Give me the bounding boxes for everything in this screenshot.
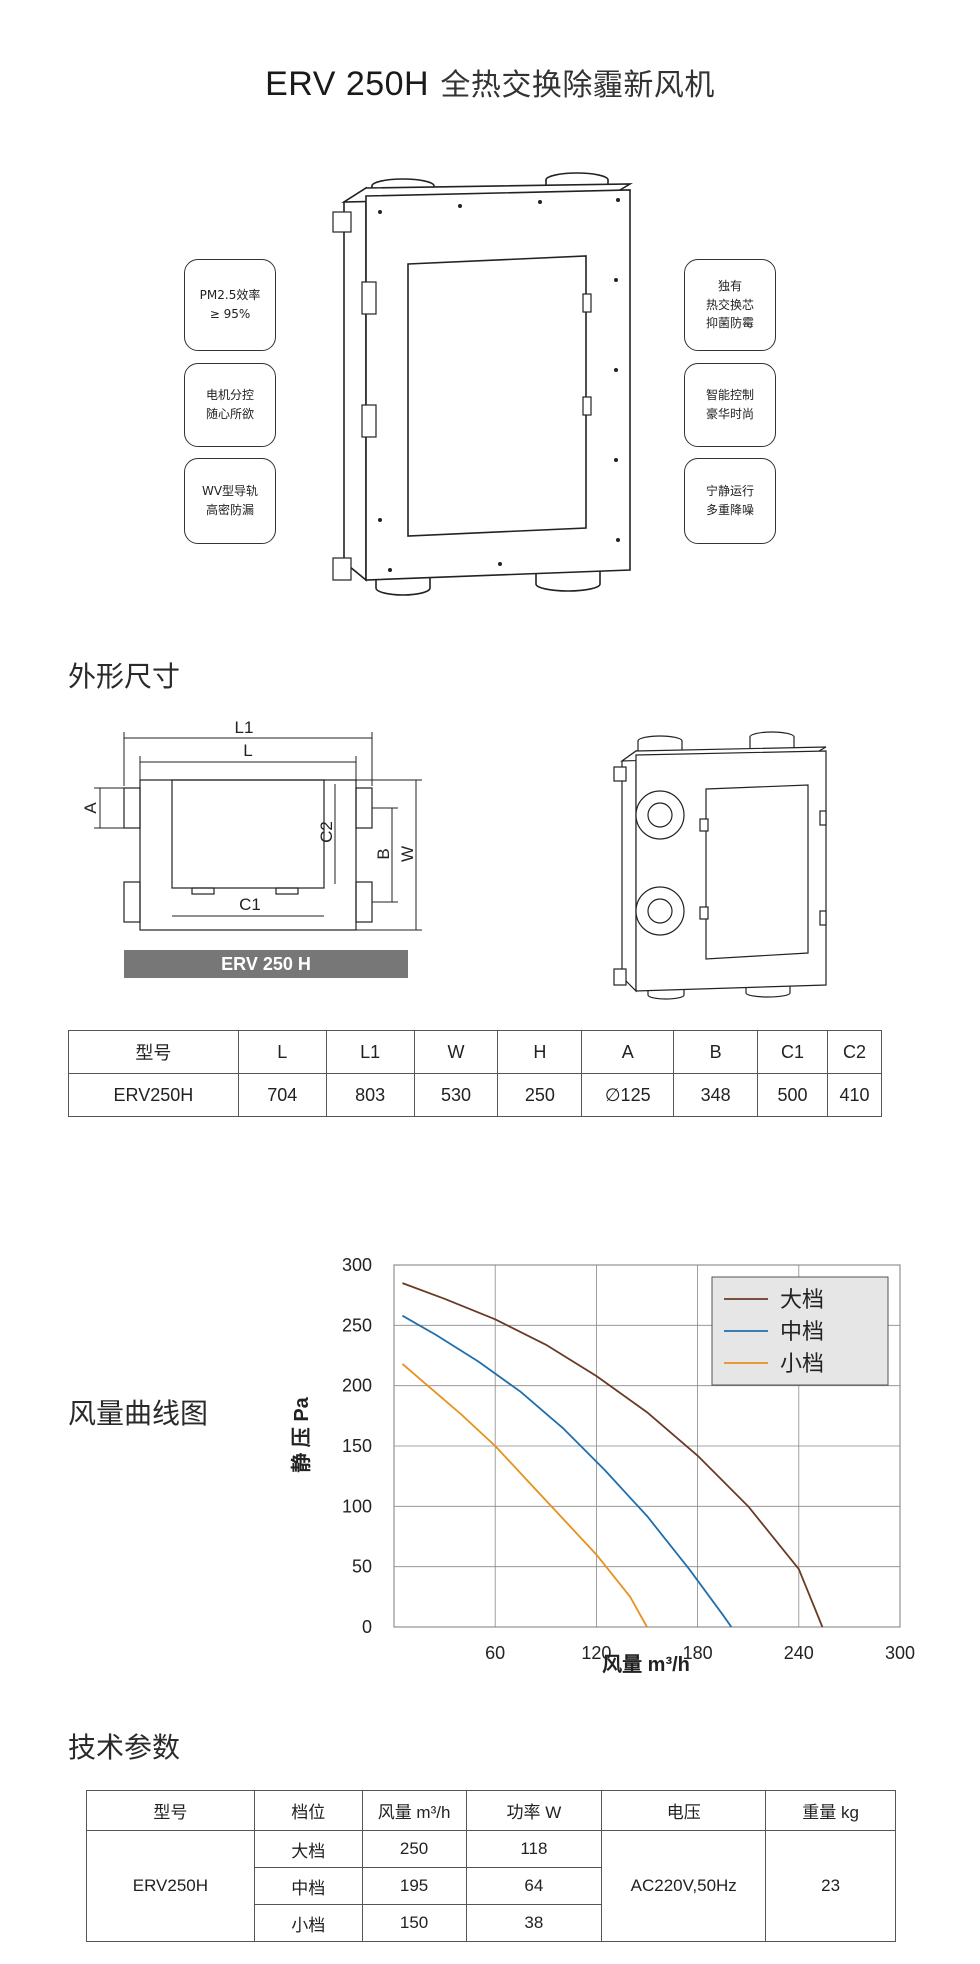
feature-smart-control: 智能控制 豪华时尚 (684, 363, 776, 447)
x-tick-label: 300 (885, 1643, 915, 1663)
chart-x-axis-label: 风量 m³/h (602, 1653, 690, 1676)
chart-ticks: 60 120 180 240 300 0 50 100 150 200 250 300 (342, 1255, 915, 1663)
page-title: ERV 250H 全热交换除霾新风机 (0, 60, 980, 104)
header-cell: H (497, 1030, 583, 1074)
header-cell: A (581, 1030, 675, 1074)
chart-y-axis-label: 静 压 Pa (289, 1396, 313, 1472)
spec-voltage: AC220V,50Hz (601, 1830, 767, 1942)
header-cell: L1 (325, 1030, 415, 1074)
model-banner: ERV 250 H (221, 954, 311, 974)
y-tick-label: 200 (342, 1376, 372, 1396)
spec-airflow: 195 (361, 1867, 467, 1905)
spec-gear: 中档 (253, 1867, 363, 1905)
table-cell: 348 (673, 1073, 759, 1117)
y-tick-label: 0 (362, 1617, 372, 1637)
header-cell: C1 (757, 1030, 828, 1074)
dimension-table: 型号 L L1 W H A B C1 C2 ERV250H 704 803 53… (68, 1030, 883, 1117)
label-A: A (81, 802, 100, 814)
section-title-tech-params: 技术参数 (68, 1731, 181, 1764)
spec-power: 38 (465, 1904, 603, 1942)
spec-table-header: 型号 档位 风量 m³/h 功率 W 电压 重量 kg (86, 1790, 896, 1831)
section-title-dimensions: 外形尺寸 (68, 660, 181, 693)
series-line (401, 1314, 733, 1628)
header-cell: 功率 W (465, 1790, 603, 1831)
header-cell: L (237, 1030, 327, 1074)
header-cell: 型号 (68, 1030, 239, 1074)
product-illustration (332, 172, 633, 596)
label-L: L (243, 741, 252, 760)
label-W: W (398, 846, 417, 862)
legend-label: 小档 (780, 1351, 824, 1376)
spec-model: ERV250H (86, 1830, 255, 1942)
y-tick-label: 250 (342, 1315, 372, 1335)
spec-gear: 小档 (253, 1904, 363, 1942)
series-line (401, 1363, 648, 1628)
header-cell: 档位 (253, 1790, 363, 1831)
dimension-table-header: 型号 L L1 W H A B C1 C2 (68, 1030, 883, 1074)
legend-label: 大档 (780, 1287, 824, 1312)
header-cell: W (413, 1030, 499, 1074)
table-row: ERV250H 704 803 530 250 ∅125 348 500 410 (68, 1073, 883, 1117)
legend-label: 中档 (780, 1319, 824, 1344)
header-cell: 型号 (86, 1790, 255, 1831)
dimension-drawing: L1 L A C2 B W C1 ERV 250 H (81, 720, 422, 978)
header-cell: 重量 kg (765, 1790, 896, 1831)
x-tick-label: 240 (784, 1643, 814, 1663)
table-row: ERV250H 大档 250 118 AC220V,50Hz 23 (86, 1830, 896, 1942)
series-line (402, 1282, 824, 1628)
table-cell: 410 (826, 1073, 883, 1117)
table-cell: 803 (325, 1073, 415, 1117)
model-name: ERV 250H (265, 65, 430, 103)
table-cell: 500 (757, 1073, 828, 1117)
header-cell: 风量 m³/h (361, 1790, 467, 1831)
header-cell: C2 (826, 1030, 883, 1074)
x-tick-label: 60 (485, 1643, 505, 1663)
y-tick-label: 150 (342, 1436, 372, 1456)
table-cell: 704 (237, 1073, 327, 1117)
table-cell: 250 (497, 1073, 583, 1117)
spec-airflow: 150 (361, 1904, 467, 1942)
table-cell: ∅125 (581, 1073, 675, 1117)
y-tick-label: 100 (342, 1496, 372, 1516)
chart-series (401, 1282, 824, 1628)
spec-gear: 大档 (253, 1830, 363, 1868)
isometric-drawing (613, 731, 827, 1000)
feature-quiet: 宁静运行 多重降噪 (684, 458, 776, 544)
feature-rail: WV型导轨 高密防漏 (184, 458, 276, 544)
spec-weight: 23 (765, 1830, 896, 1942)
label-L1: L1 (235, 720, 254, 737)
spec-airflow: 250 (361, 1830, 467, 1868)
section-title-airflow-curve: 风量曲线图 (68, 1397, 209, 1430)
feature-pm25: PM2.5效率 ≥ 95% (184, 259, 276, 351)
table-row: 小档 150 38 (87, 1904, 896, 1942)
label-B: B (374, 848, 393, 859)
spec-power: 64 (465, 1867, 603, 1905)
header-cell: 电压 (601, 1790, 767, 1831)
x-tick-label: 180 (683, 1643, 713, 1663)
product-description: 全热交换除霾新风机 (440, 68, 715, 103)
spec-table: 型号 档位 风量 m³/h 功率 W 电压 重量 kg ERV250H 大档 2… (86, 1790, 896, 1942)
spec-power: 118 (465, 1830, 603, 1868)
x-tick-label: 120 (581, 1643, 611, 1663)
feature-motor-control: 电机分控 随心所欲 (184, 363, 276, 447)
y-tick-label: 300 (342, 1255, 372, 1275)
table-cell: ERV250H (68, 1073, 239, 1117)
feature-heat-core: 独有 热交换芯 抑菌防霉 (684, 259, 776, 351)
table-cell: 530 (413, 1073, 499, 1117)
header-cell: B (673, 1030, 759, 1074)
label-C2: C2 (317, 821, 336, 843)
y-tick-label: 50 (352, 1557, 372, 1577)
label-C1: C1 (239, 895, 261, 914)
